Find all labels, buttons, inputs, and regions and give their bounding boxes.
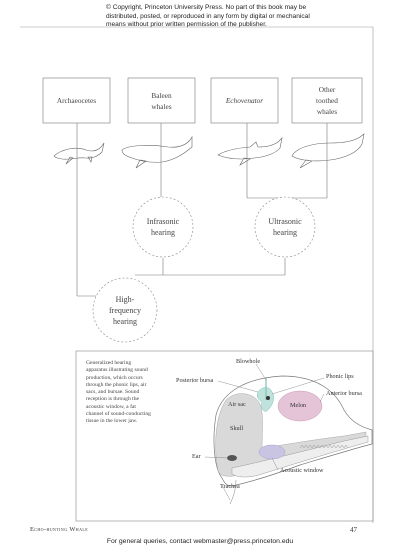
whale-silhouettes	[53, 133, 365, 169]
trait-high-frequency-label-1: High-	[115, 294, 135, 304]
group-archaeocetes: Archaeocetes	[43, 78, 110, 123]
group-toothed-label-1: Other	[318, 85, 336, 94]
trait-infrasonic-label-2: hearing	[151, 228, 175, 237]
group-baleen-label-2: whales	[151, 101, 172, 111]
group-toothed-label-2: toothed	[316, 96, 338, 105]
group-baleen: Baleen whales	[128, 78, 195, 123]
label-acoustic-window: Acoustic window	[280, 467, 324, 474]
group-echovenator: Echovenator	[211, 78, 278, 123]
melon-shape	[277, 390, 323, 422]
figure-caption: Generalized hearing apparatus illustrati…	[86, 360, 151, 425]
inset-panel	[75, 350, 374, 522]
label-posterior-bursa: Posterior bursa	[176, 377, 214, 384]
trait-infrasonic: Infrasonic hearing	[133, 197, 193, 257]
group-toothed: Other toothed whales	[292, 78, 362, 123]
trachea-shape	[229, 479, 237, 505]
group-archaeocetes-label: Archaeocetes	[56, 96, 97, 105]
leader-lines	[204, 363, 325, 501]
group-echovenator-label: Echovenator	[225, 96, 264, 105]
acoustic-window-shape	[258, 444, 286, 460]
archaeocete-silhouette	[53, 142, 105, 165]
copyright-line-1: © Copyright, Princeton University Press.…	[106, 4, 307, 11]
trait-high-frequency-label-3: hearing	[113, 316, 137, 326]
infrasonic-circle	[132, 196, 194, 258]
box-archaeocetes	[42, 77, 111, 124]
baleen-whale-silhouette	[121, 136, 193, 169]
ear-shape	[227, 455, 237, 461]
dolphin-head-outline	[213, 375, 373, 487]
label-ear: Ear	[192, 453, 201, 460]
box-baleen	[127, 77, 196, 124]
copyright-line-3: means without prior written permission o…	[106, 21, 267, 28]
trait-ultrasonic-label-1: Ultrasonic	[268, 217, 302, 226]
phonic-lips-dot	[266, 396, 270, 400]
trait-ultrasonic-label-2: hearing	[273, 228, 297, 237]
label-anterior-bursa: Anterior bursa	[326, 390, 362, 397]
label-skull: Skull	[230, 425, 244, 432]
running-head-text: Echo-hunting Whale	[30, 526, 89, 533]
trait-ultrasonic: Ultrasonic hearing	[255, 197, 315, 257]
group-baleen-label-1: Baleen	[151, 90, 172, 100]
label-melon: Melon	[290, 402, 307, 409]
toothed-whale-silhouette	[291, 133, 365, 169]
high-frequency-circle	[92, 277, 158, 343]
teeth	[299, 444, 349, 449]
contact-line: For general queries, contact webmaster@p…	[106, 538, 294, 545]
trait-high-frequency-label-2: frequency	[109, 305, 141, 315]
trait-infrasonic-label-1: Infrasonic	[146, 217, 180, 226]
echovenator-silhouette	[217, 137, 283, 166]
label-trachea: Trachea	[220, 483, 240, 490]
group-toothed-label-3: whales	[316, 107, 338, 116]
label-phonic-lips: Phonic lips	[326, 373, 354, 380]
box-echovenator	[210, 77, 279, 124]
label-air-sac: Air sac	[228, 401, 246, 408]
trait-high-frequency: High- frequency hearing	[93, 278, 157, 342]
page-number: 47	[350, 526, 357, 534]
label-blowhole: Blowhole	[236, 358, 261, 365]
ultrasonic-circle	[254, 196, 316, 258]
skull-shape	[215, 393, 367, 477]
copyright-line-2: distributed, posted, or reproduced in an…	[106, 12, 310, 20]
running-head: Echo-hunting Whale	[30, 526, 88, 533]
